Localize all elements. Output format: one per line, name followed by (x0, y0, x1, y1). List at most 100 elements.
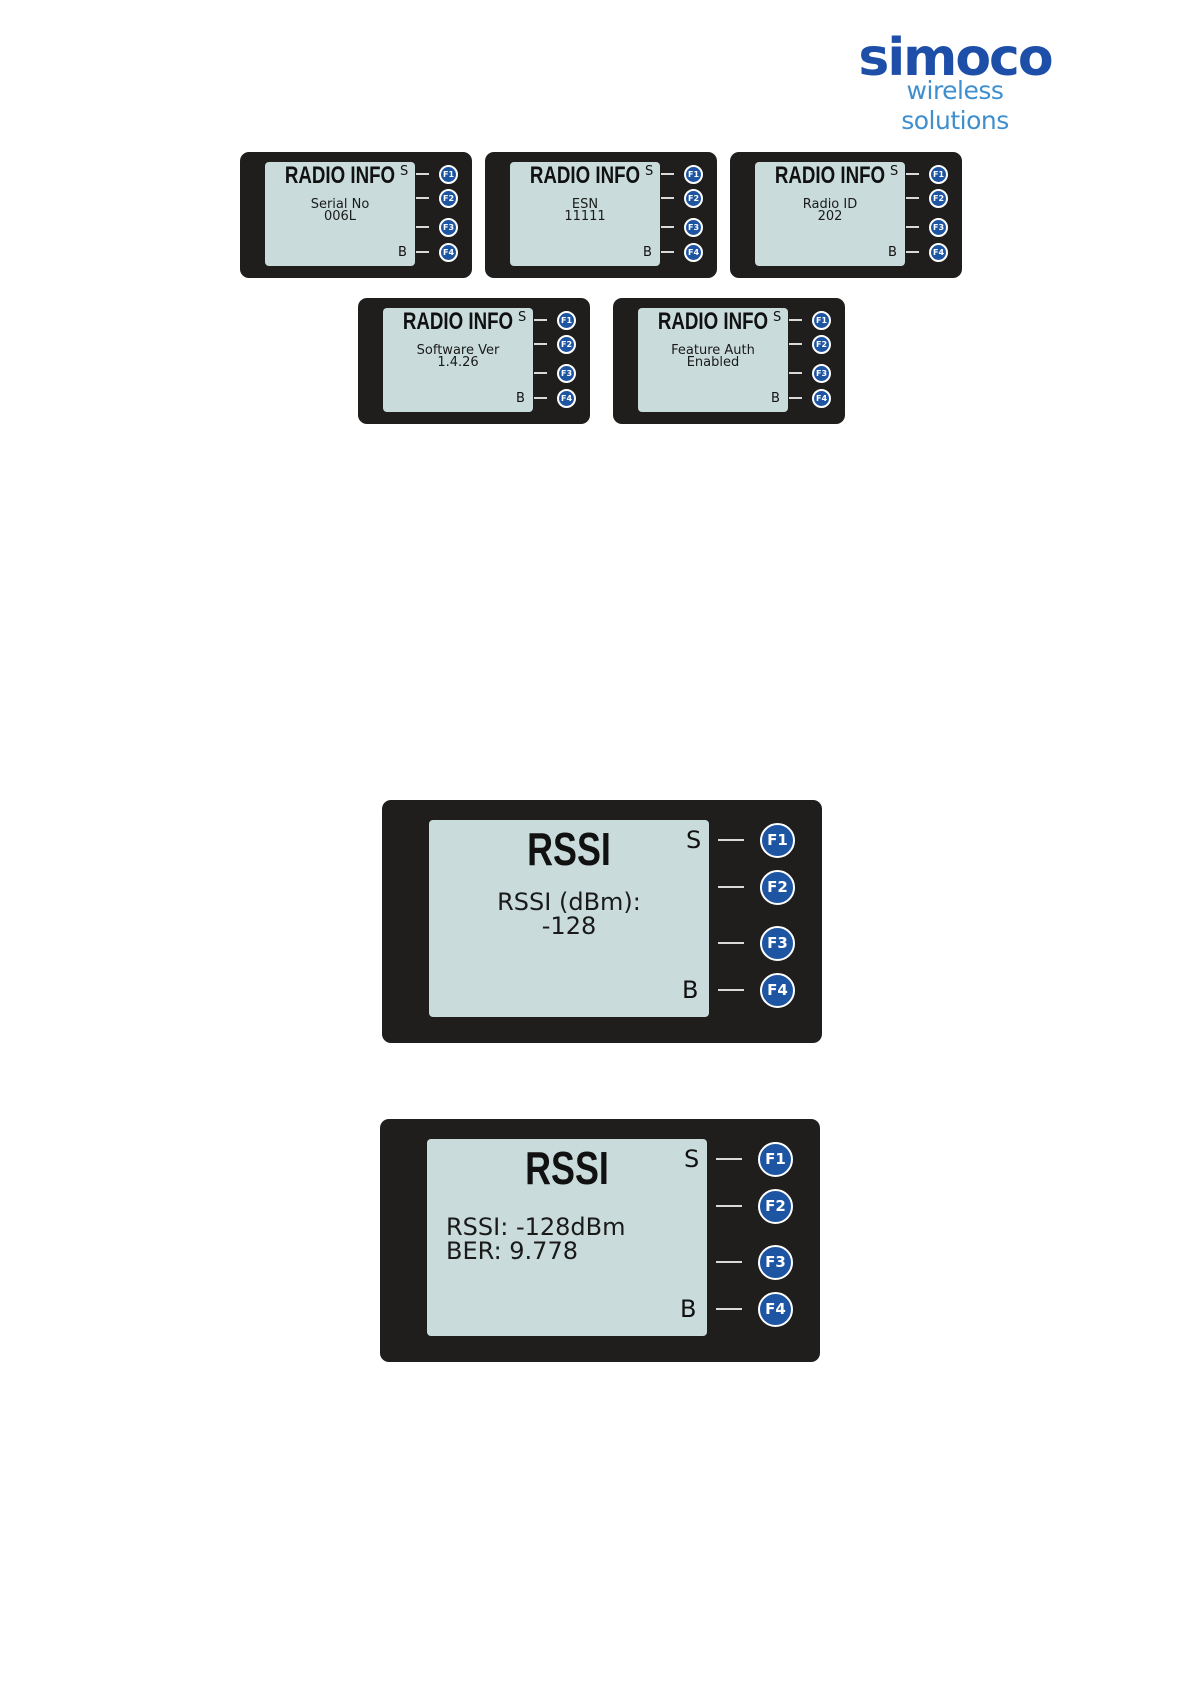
softkey-label-s: S (400, 164, 409, 179)
f4-key[interactable]: F4 (929, 243, 948, 262)
key-indicator-line (906, 197, 919, 199)
f1-key[interactable]: F1 (557, 311, 576, 330)
key-indicator-line (716, 1308, 742, 1310)
screen-title: RADIO INFO (657, 308, 769, 335)
lcd-screen: RSSI RSSI (dBm): -128 (429, 820, 709, 1017)
f2-key[interactable]: F2 (812, 335, 831, 354)
key-indicator-line (906, 173, 919, 175)
key-indicator-line (718, 942, 744, 944)
f3-key[interactable]: F3 (929, 218, 948, 237)
screen-line-1: RSSI (dBm): (497, 888, 641, 916)
softkey-label-s: S (773, 310, 782, 325)
screen-line-2: 1.4.26 (437, 355, 479, 370)
screen-title: RADIO INFO (402, 308, 514, 335)
screen-line-2: 11111 (564, 209, 606, 224)
key-indicator-line (906, 226, 919, 228)
screen-line-1: Serial No (310, 197, 370, 212)
key-indicator-line (661, 251, 674, 253)
softkey-label-s: S (518, 310, 527, 325)
screen-line-1: ESN (571, 197, 599, 212)
lcd-screen: RADIO INFO Radio ID 202 (755, 162, 905, 266)
key-indicator-line (416, 226, 429, 228)
key-indicator-line (716, 1205, 742, 1207)
key-indicator-line (716, 1261, 742, 1263)
f4-key[interactable]: F4 (812, 389, 831, 408)
key-indicator-line (718, 886, 744, 888)
f1-key[interactable]: F1 (760, 823, 795, 858)
radio-display-serial: RADIO INFO Serial No 006L S B F1 F2 F3 F… (240, 152, 472, 278)
simoco-logo: simoco wireless solutions (855, 30, 1055, 135)
f3-key[interactable]: F3 (557, 364, 576, 383)
key-indicator-line (789, 397, 802, 399)
softkey-label-b: B (516, 391, 525, 406)
f4-key[interactable]: F4 (758, 1292, 793, 1327)
key-indicator-line (416, 197, 429, 199)
softkey-label-b: B (680, 1295, 697, 1323)
lcd-screen: RADIO INFO ESN 11111 (510, 162, 660, 266)
key-indicator-line (534, 397, 547, 399)
f3-key[interactable]: F3 (760, 926, 795, 961)
lcd-screen: RADIO INFO Software Ver 1.4.26 (383, 308, 533, 412)
softkey-label-b: B (643, 245, 652, 260)
f4-key[interactable]: F4 (760, 973, 795, 1008)
softkey-label-b: B (398, 245, 407, 260)
softkey-label-s: S (686, 826, 702, 854)
f2-key[interactable]: F2 (439, 189, 458, 208)
key-indicator-line (789, 372, 802, 374)
key-indicator-line (906, 251, 919, 253)
screen-title: RADIO INFO (284, 162, 396, 189)
key-indicator-line (718, 839, 744, 841)
key-indicator-line (416, 251, 429, 253)
screen-line-2: 006L (323, 209, 357, 224)
f2-key[interactable]: F2 (684, 189, 703, 208)
softkey-label-s: S (684, 1145, 700, 1173)
f1-key[interactable]: F1 (812, 311, 831, 330)
key-indicator-line (534, 319, 547, 321)
logo-tagline: wireless solutions (901, 76, 1009, 135)
radio-display-feature-auth: RADIO INFO Feature Auth Enabled S B F1 F… (613, 298, 845, 424)
screen-line-1: Feature Auth (671, 343, 755, 358)
f3-key[interactable]: F3 (684, 218, 703, 237)
key-indicator-line (661, 173, 674, 175)
rssi-display-ber: RSSI RSSI: -128dBm BER: 9.778 S B F1 F2 … (380, 1119, 820, 1362)
screen-title: RSSI (527, 823, 611, 875)
key-indicator-line (661, 197, 674, 199)
f2-key[interactable]: F2 (929, 189, 948, 208)
f4-key[interactable]: F4 (439, 243, 458, 262)
f2-key[interactable]: F2 (557, 335, 576, 354)
lcd-screen: RADIO INFO Serial No 006L (265, 162, 415, 266)
f4-key[interactable]: F4 (684, 243, 703, 262)
radio-display-esn: RADIO INFO ESN 11111 S B F1 F2 F3 F4 (485, 152, 717, 278)
f3-key[interactable]: F3 (812, 364, 831, 383)
softkey-label-b: B (771, 391, 780, 406)
softkey-label-s: S (890, 164, 899, 179)
f3-key[interactable]: F3 (439, 218, 458, 237)
rssi-display-dbm: RSSI RSSI (dBm): -128 S B F1 F2 F3 F4 (382, 800, 822, 1043)
f1-key[interactable]: F1 (684, 165, 703, 184)
radio-display-software-ver: RADIO INFO Software Ver 1.4.26 S B F1 F2… (358, 298, 590, 424)
softkey-label-b: B (888, 245, 897, 260)
screen-line-1: Software Ver (416, 343, 500, 358)
screen-line-1: RSSI: -128dBm (446, 1213, 626, 1241)
key-indicator-line (716, 1158, 742, 1160)
lcd-screen: RADIO INFO Feature Auth Enabled (638, 308, 788, 412)
key-indicator-line (661, 226, 674, 228)
screen-line-2: 202 (817, 209, 843, 224)
screen-line-2: BER: 9.778 (446, 1237, 578, 1265)
screen-title: RADIO INFO (774, 162, 886, 189)
key-indicator-line (534, 372, 547, 374)
f3-key[interactable]: F3 (758, 1245, 793, 1280)
screen-title: RADIO INFO (529, 162, 641, 189)
f2-key[interactable]: F2 (760, 870, 795, 905)
lcd-screen: RSSI RSSI: -128dBm BER: 9.778 (427, 1139, 707, 1336)
f4-key[interactable]: F4 (557, 389, 576, 408)
f1-key[interactable]: F1 (439, 165, 458, 184)
f1-key[interactable]: F1 (758, 1142, 793, 1177)
f2-key[interactable]: F2 (758, 1189, 793, 1224)
screen-line-2: Enabled (686, 355, 740, 370)
softkey-label-s: S (645, 164, 654, 179)
screen-line-2: -128 (541, 912, 597, 940)
key-indicator-line (789, 343, 802, 345)
f1-key[interactable]: F1 (929, 165, 948, 184)
softkey-label-b: B (682, 976, 699, 1004)
